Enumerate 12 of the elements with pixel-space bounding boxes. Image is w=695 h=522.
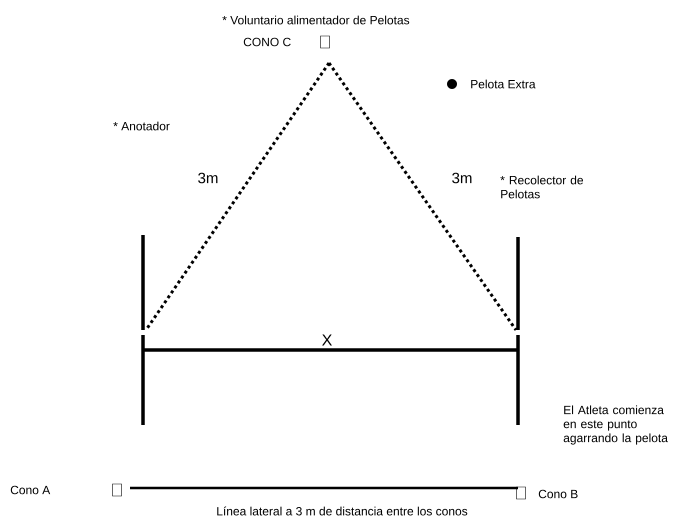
caption-text: Línea lateral a 3 m de distancia entre los conos <box>217 506 468 516</box>
cone-label: CONO C <box>244 38 291 46</box>
start-mark: X <box>322 334 332 346</box>
note-text: El Atleta comienza en este punto agarrando la pelota <box>564 405 668 445</box>
role-label: * Recolector de Pelotas <box>500 176 584 198</box>
cone-label: Cono B <box>538 490 578 498</box>
dimension-label: 3m <box>452 172 472 184</box>
cone-label: Cono A <box>10 486 50 494</box>
ball-label: Pelota Extra <box>471 80 536 88</box>
role-label: * Anotador <box>113 122 170 130</box>
dimension-label: 3m <box>198 172 218 184</box>
note-text: * Voluntario alimentador de Pelotas <box>222 16 410 24</box>
